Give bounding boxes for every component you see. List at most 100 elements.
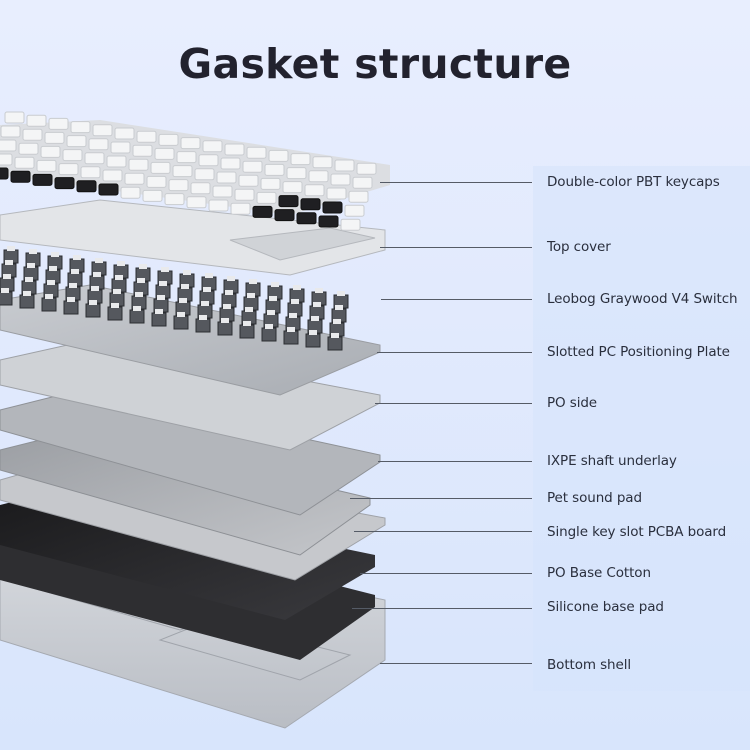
- switch-stem: [29, 249, 37, 254]
- keycap: [318, 215, 339, 228]
- switch-stem: [289, 313, 297, 318]
- layer-top-cover: [0, 199, 386, 276]
- label-keycaps: Double-color PBT keycaps: [547, 174, 720, 190]
- switch-stem: [111, 303, 119, 308]
- switch-stem: [179, 298, 187, 303]
- switch-stem: [331, 333, 339, 338]
- keycap: [70, 121, 91, 134]
- keycap: [212, 185, 233, 198]
- keycap: [220, 157, 241, 170]
- switch: [41, 297, 57, 312]
- switch-stem: [199, 315, 207, 320]
- leader-line-pcba: [354, 531, 532, 533]
- keycap: [202, 140, 223, 153]
- leader-line-bottom-shell: [380, 663, 532, 665]
- keycap: [146, 175, 167, 188]
- keycap: [26, 114, 47, 127]
- switch: [327, 336, 343, 351]
- keycap: [208, 199, 229, 212]
- switch-stem: [159, 281, 167, 286]
- keycap: [238, 174, 259, 187]
- switch-stem: [93, 272, 101, 277]
- switch-stem: [227, 276, 235, 281]
- keycap: [66, 135, 87, 148]
- keycap: [216, 171, 237, 184]
- keycap: [54, 177, 75, 190]
- keycap: [0, 153, 13, 166]
- switch-stem: [49, 266, 57, 271]
- switch-stem: [177, 312, 185, 317]
- keycap: [120, 186, 141, 199]
- switch-stem: [247, 293, 255, 298]
- keycap: [40, 145, 61, 158]
- switch: [19, 294, 35, 309]
- keycap: [348, 190, 369, 203]
- switch-stem: [311, 316, 319, 321]
- switch-stem: [7, 246, 15, 251]
- switch-stem: [161, 267, 169, 272]
- switch-stem: [309, 330, 317, 335]
- switch-stem: [203, 287, 211, 292]
- switch-stem: [23, 291, 31, 296]
- keycap: [296, 212, 317, 225]
- switch-stem: [287, 327, 295, 332]
- switch: [0, 291, 13, 306]
- keycap: [334, 159, 355, 172]
- keycap: [344, 204, 365, 217]
- keycap: [88, 138, 109, 151]
- layer-switches: [0, 246, 349, 351]
- keycap: [246, 146, 267, 159]
- label-pet-pad: Pet sound pad: [547, 490, 642, 506]
- keycap: [308, 170, 329, 183]
- switch-stem: [67, 297, 75, 302]
- switch: [195, 318, 211, 333]
- keycap: [32, 173, 53, 186]
- switch-stem: [139, 264, 147, 269]
- keycap: [18, 142, 39, 155]
- keycap: [114, 127, 135, 140]
- leader-line-top-cover: [380, 247, 532, 249]
- label-silicone: Silicone base pad: [547, 599, 664, 615]
- switch-stem: [183, 270, 191, 275]
- keycap: [36, 159, 57, 172]
- label-top-cover: Top cover: [547, 239, 611, 255]
- switch-stem: [113, 289, 121, 294]
- keycap: [326, 187, 347, 200]
- keycap: [356, 162, 377, 175]
- keycap: [92, 124, 113, 137]
- keycap: [282, 181, 303, 194]
- keycap: [164, 193, 185, 206]
- keycap: [312, 156, 333, 169]
- keycap: [274, 209, 295, 222]
- keycap: [330, 173, 351, 186]
- keycap: [176, 151, 197, 164]
- keycap: [168, 179, 189, 192]
- keycap: [256, 191, 277, 204]
- switch: [217, 321, 233, 336]
- keycap: [124, 172, 145, 185]
- leader-line-po-side: [375, 403, 532, 405]
- keycap: [22, 128, 43, 141]
- keycap: [62, 149, 83, 162]
- switch-stem: [115, 275, 123, 280]
- keycap: [224, 143, 245, 156]
- switch-stem: [265, 324, 273, 329]
- keycap: [268, 149, 289, 162]
- switch-stem: [333, 319, 341, 324]
- switch-stem: [69, 283, 77, 288]
- switch: [85, 303, 101, 318]
- switch-stem: [293, 285, 301, 290]
- switch-stem: [3, 274, 11, 279]
- keycap: [340, 218, 361, 231]
- switch-stem: [181, 284, 189, 289]
- switch-stem: [133, 306, 141, 311]
- switch: [151, 312, 167, 327]
- keycap: [158, 133, 179, 146]
- keycap: [106, 155, 127, 168]
- label-plate: Slotted PC Positioning Plate: [547, 344, 730, 360]
- keycap: [180, 137, 201, 150]
- keycap: [80, 166, 101, 179]
- switch-stem: [71, 269, 79, 274]
- keycap: [0, 125, 21, 138]
- switch-stem: [89, 300, 97, 305]
